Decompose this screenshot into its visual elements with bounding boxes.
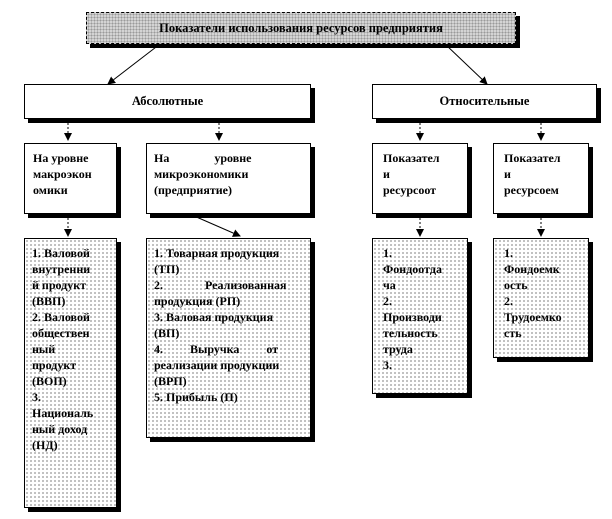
micro-list-text: 1. Товарная продукция (ТП) 2. Реализован…: [154, 246, 287, 404]
resource-return-list-text: 1. Фондоотда ча 2. Производи тельность т…: [383, 246, 442, 372]
resource-return-box: Показател и ресурсоот: [372, 143, 468, 214]
macro-list-box: 1. Валовой внутренни й продукт (ВВП) 2. …: [24, 238, 117, 508]
resource-intensity-box: Показател и ресурсоем: [493, 143, 589, 214]
absolute-box: Абсолютные: [24, 84, 311, 119]
micro-level-text: микроэкономики (предприятие): [154, 167, 249, 197]
arrow-title-to-relative: [444, 43, 488, 85]
resource-return-text: Показател и ресурсоот: [383, 151, 440, 197]
arrow-micro-to-list: [184, 211, 241, 237]
macro-level-box: На уровне макроэкон омики: [24, 143, 117, 214]
title-text: Показатели использования ресурсов предпр…: [159, 21, 443, 35]
micro-level-line1: На уровне: [154, 151, 252, 165]
relative-label: Относительные: [439, 94, 530, 108]
resource-return-list-box: 1. Фондоотда ча 2. Производи тельность т…: [372, 238, 468, 394]
micro-level-box: На уровне микроэкономики (предприятие): [146, 143, 311, 214]
absolute-label: Абсолютные: [131, 94, 204, 108]
resource-intensity-text: Показател и ресурсоем: [504, 151, 561, 197]
macro-level-text: На уровне макроэкон омики: [33, 151, 92, 197]
macro-list-text: 1. Валовой внутренни й продукт (ВВП) 2. …: [32, 246, 94, 452]
arrow-title-to-absolute: [107, 43, 161, 85]
resource-intensity-list-text: 1. Фондоемк ость 2. Трудоемко сть: [504, 246, 562, 340]
resource-intensity-list-box: 1. Фондоемк ость 2. Трудоемко сть: [493, 238, 589, 358]
micro-list-box: 1. Товарная продукция (ТП) 2. Реализован…: [146, 238, 311, 438]
title-box: Показатели использования ресурсов предпр…: [86, 12, 516, 44]
relative-box: Относительные: [372, 84, 597, 119]
